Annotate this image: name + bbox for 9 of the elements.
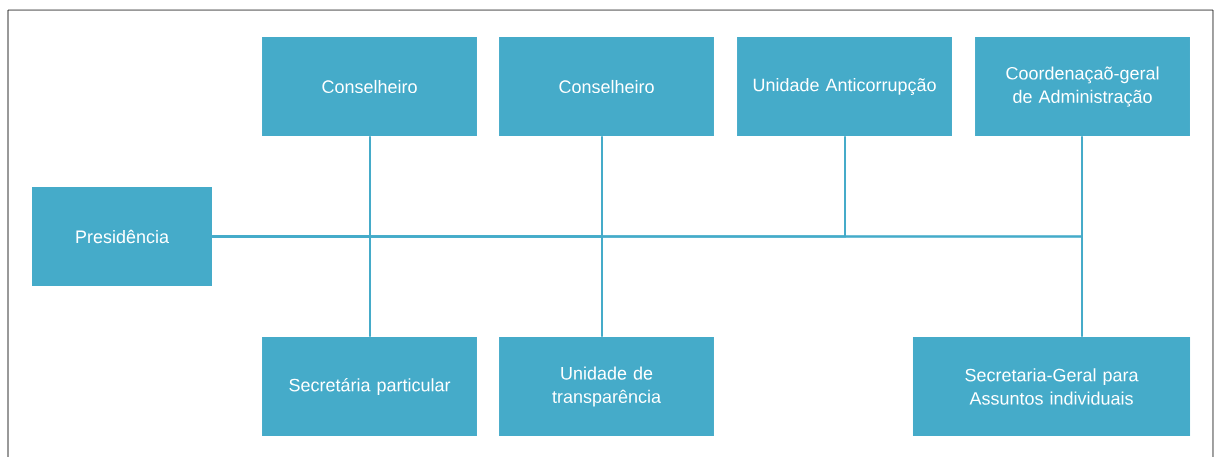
org-box: Secretária particular bbox=[262, 337, 477, 436]
org-box: Conselheiro bbox=[262, 37, 477, 136]
org-box: Coordenaçaõ-geral de Administração bbox=[975, 37, 1190, 136]
org-box: Unidade de transparência bbox=[499, 337, 714, 436]
org-box: Unidade Anticorrupção bbox=[737, 37, 952, 136]
org-box: Secretaria-Geral para Assuntos individuais bbox=[913, 337, 1191, 436]
org-box: Conselheiro bbox=[499, 37, 714, 136]
connector-line bbox=[211, 235, 1083, 338]
org-box: Presidência bbox=[32, 187, 212, 286]
